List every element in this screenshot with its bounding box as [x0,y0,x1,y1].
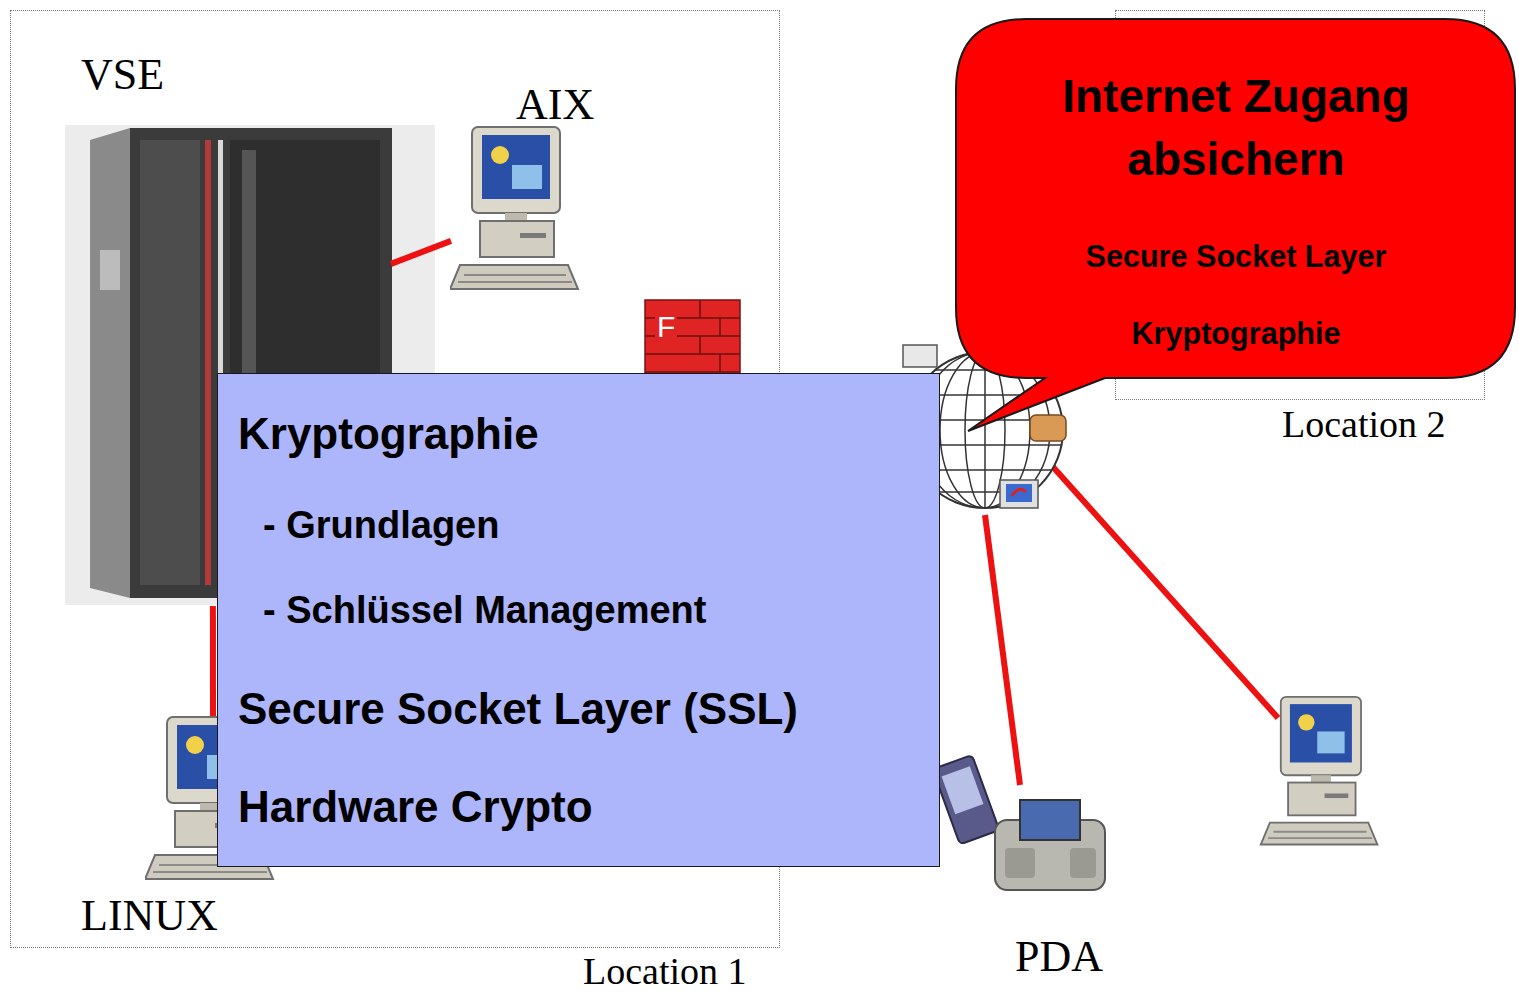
speech-callout: Internet Zugang absichernSecure Socket L… [955,18,1517,432]
firewall-letter: F [655,312,677,342]
item-text: - Grundlagen [263,505,499,547]
item-text: Secure Socket Layer [955,240,1517,274]
system-label: Location 2 [1282,404,1446,446]
heading-text: Kryptographie [238,410,539,458]
network-link [391,241,451,264]
system-label: VSE [81,51,164,99]
item-text: - Schlüssel Management [263,590,706,632]
callout-outline [956,19,1515,431]
system-label: AIX [516,81,594,129]
network-link [210,606,216,716]
item-text: Secure Socket Layer (SSL) [238,685,798,733]
heading-text: Internet Zugang absichern [996,65,1476,191]
topic-box: Kryptographie - Grundlagen - Schlüssel Man… [217,373,940,867]
system-label: PDA [1015,933,1103,981]
workstation: AIX [451,76,621,301]
device-group: PDA [985,780,1125,980]
system-label: LINUX [81,892,218,940]
item-text: Hardware Crypto [238,783,593,831]
item-text: Kryptographie [955,317,1517,351]
system-label: Location 1 [583,951,747,992]
